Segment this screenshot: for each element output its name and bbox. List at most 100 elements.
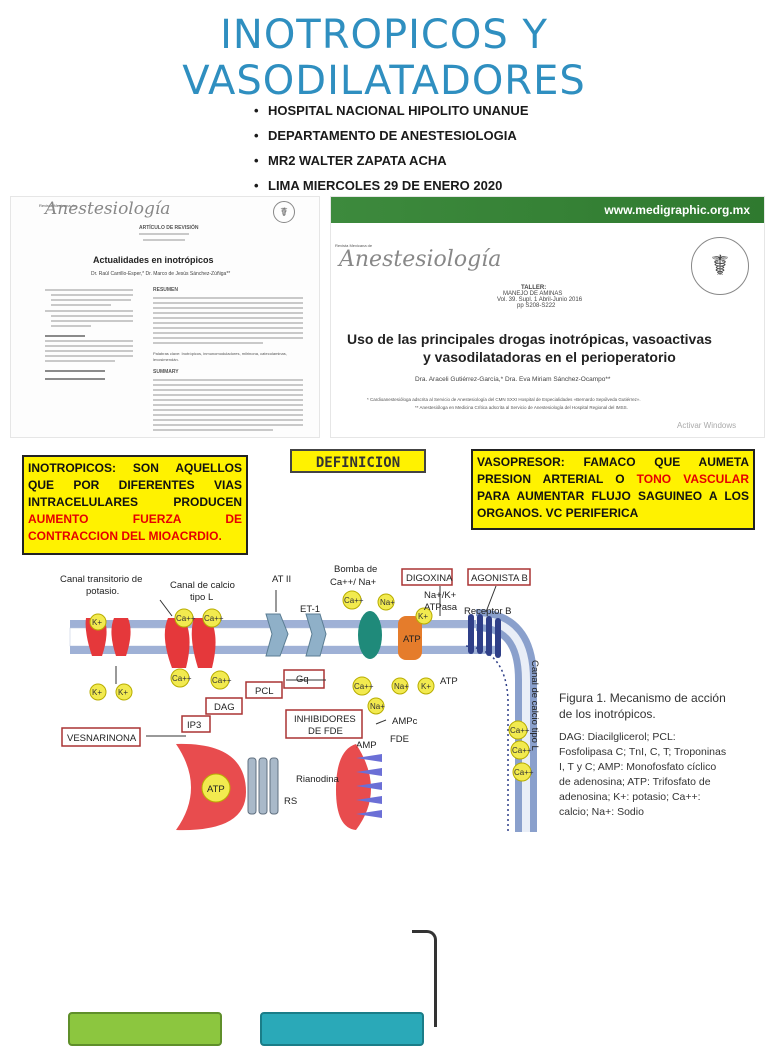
ion-markers: K+ K+ K+ Ca++ Ca++ Ca++ Ca++ Ca++ Na+ Ca… <box>89 590 534 782</box>
figure-caption-body: DAG: Diacilglicerol; PCL: Fosfolipasa C;… <box>559 731 727 818</box>
journal-logo: Anestesiología <box>45 199 171 219</box>
slide-title-line1: INOTROPICOS Y <box>220 12 548 58</box>
svg-text:Ca++/ Na+: Ca++/ Na+ <box>330 577 377 588</box>
label-at2: AT II <box>272 574 291 585</box>
bracket-shape <box>412 930 437 1027</box>
volume-label: Vol. 39. Supl. 1 Abril-Junio 2016 <box>497 297 583 303</box>
et1-receptor <box>305 613 327 657</box>
troponin-arrows <box>356 754 382 818</box>
article-type: ARTÍCULO DE REVISIÓN <box>139 225 199 231</box>
svg-text:Ca++: Ca++ <box>176 614 196 623</box>
teal-box <box>260 1012 424 1046</box>
resumen-heading: RESUMEN <box>153 287 179 293</box>
article-authors: Dra. Araceli Gutiérrez-García,* Dra. Eva… <box>415 376 611 383</box>
slide-title-line2: VASODILATADORES <box>182 58 586 104</box>
svg-text:Ca++: Ca++ <box>172 674 192 683</box>
inotropic-mechanism-diagram: K+ K+ K+ Ca++ Ca++ Ca++ Ca++ Ca++ Na+ Ca… <box>60 564 540 832</box>
beta-receptor <box>468 614 501 658</box>
label-bomba: Bomba de <box>334 564 377 575</box>
svg-text:IP3: IP3 <box>187 720 201 731</box>
svg-text:Ca++: Ca++ <box>344 596 364 605</box>
svg-text:Ca++: Ca++ <box>510 726 530 735</box>
manejo-label: MANEJO DE AMINAS <box>503 291 563 297</box>
info-bullet-list: •HOSPITAL NACIONAL HIPOLITO UNANUE •DEPA… <box>254 100 529 200</box>
svg-text:Na+: Na+ <box>380 598 395 607</box>
label-rianodina: Rianodina <box>296 774 339 785</box>
article-thumbnail-1: Revista Mexicana de Anestesiología ☤ ART… <box>10 196 320 438</box>
bullet-item: •MR2 WALTER ZAPATA ACHA <box>254 153 447 168</box>
pathway-arrows <box>115 585 497 737</box>
label-ampc: AMPc <box>392 716 418 727</box>
svg-text:K+: K+ <box>418 612 428 621</box>
label-fde: FDE <box>390 734 409 745</box>
summary-heading: SUMMARY <box>153 369 179 375</box>
svg-text:PCL: PCL <box>255 686 273 697</box>
label-atp-2: ATP <box>440 676 458 687</box>
label-digoxina: DIGOXINA <box>406 573 453 584</box>
bullet-item: •HOSPITAL NACIONAL HIPOLITO UNANUE <box>254 103 529 118</box>
label-canal-calcio-l: Canal de calcio tipo L <box>529 660 540 751</box>
label-receptor-b: Receptor B <box>464 606 512 617</box>
svg-text:K+: K+ <box>421 682 431 691</box>
membrane-top <box>70 620 500 628</box>
inhibidores-fde-box <box>285 709 363 739</box>
at2-receptor <box>265 613 289 657</box>
svg-text:Ca++: Ca++ <box>212 676 232 685</box>
label-rs: RS <box>284 796 297 807</box>
gq-box <box>283 669 325 689</box>
ip3-box <box>181 715 211 733</box>
green-box <box>68 1012 222 1046</box>
windows-watermark: Activar Windows <box>677 421 737 430</box>
article-title: Actualidades en inotrópicos <box>93 255 214 265</box>
svg-text:DE FDE: DE FDE <box>308 726 343 737</box>
svg-text:Ca++: Ca++ <box>512 746 532 755</box>
svg-text:potasio.: potasio. <box>86 586 119 597</box>
digoxina-box <box>401 568 453 586</box>
dag-box <box>205 697 243 715</box>
figure-caption: Figura 1. Mecanismo de acción de los ino… <box>559 690 729 820</box>
label-agonista: AGONISTA B <box>471 573 528 584</box>
label-amp: AMP <box>356 740 377 751</box>
article-thumbnail-2: www.medigraphic.org.mx Revista Mexicana … <box>330 196 765 438</box>
affiliation-1: * Cardioanestesióloga adscrita al Servic… <box>367 397 641 402</box>
membrane-bottom <box>70 646 500 654</box>
agonista-box <box>467 568 531 586</box>
vasopresor-definition-box: VASOPRESOR: FAMACO QUE AUMETA PRESION AR… <box>471 449 755 530</box>
label-canal-potasio: Canal transitorio de <box>60 574 142 585</box>
label-et1: ET-1 <box>300 604 320 615</box>
svg-text:K+: K+ <box>92 688 102 697</box>
svg-text:ATP: ATP <box>207 784 225 795</box>
svg-text:DAG: DAG <box>214 702 235 713</box>
svg-text:K+: K+ <box>118 688 128 697</box>
svg-text:Ca++: Ca++ <box>204 614 224 623</box>
vasopresor-text-2: PARA AUMENTAR FLUJO SAGUINEO A LOS ORGAN… <box>477 489 749 520</box>
ca-na-exchanger <box>358 611 382 659</box>
article-authors: Dr. Raúl Carrillo-Esper,* Dr. Marco de J… <box>91 271 231 277</box>
figure-caption-title: Figura 1. Mecanismo de acción de los ino… <box>559 691 726 721</box>
journal-emblem-icon: ☤ <box>273 201 295 223</box>
ryanodine-receptor <box>247 757 279 815</box>
keywords-text: Palabras clave: Inotrópicos, inmunomodul… <box>153 351 287 362</box>
journal-small-label: Revista Mexicana de <box>39 203 77 208</box>
atp-circle <box>201 773 231 803</box>
vesnarinona-box <box>61 727 141 747</box>
bullet-item: •LIMA MIERCOLES 29 DE ENERO 2020 <box>254 178 503 193</box>
taller-label: TALLER: <box>521 285 547 291</box>
site-url: www.medigraphic.org.mx <box>604 203 750 217</box>
affiliation-2: ** Anestesióloga en Medicina Crítica ads… <box>415 405 628 410</box>
svg-text:INHIBIDORES: INHIBIDORES <box>294 714 356 725</box>
inotropicos-definition-box: INOTROPICOS: SON AQUELLOS QUE POR DIFERE… <box>22 455 248 555</box>
svg-text:ATPasa: ATPasa <box>424 602 458 613</box>
ion-k: K+ <box>92 618 102 627</box>
svg-text:Ca++: Ca++ <box>514 768 534 777</box>
svg-text:Na+: Na+ <box>370 702 385 711</box>
inotropicos-highlight: AUMENTO FUERZA DE CONTRACCION DEL MIOACR… <box>28 512 242 543</box>
svg-text:tipo L: tipo L <box>190 592 213 603</box>
na-k-atpase <box>398 616 422 660</box>
vasopresor-text-1: VASOPRESOR: FAMACO QUE AUMETA PRESION AR… <box>477 455 749 486</box>
article-title-line1: Uso de las principales drogas inotrópica… <box>347 331 712 347</box>
label-canal-calcio: Canal de calcio <box>170 580 235 591</box>
journal-emblem-icon: ☤ <box>691 237 749 295</box>
pcl-box <box>245 681 283 699</box>
article-title-line2: y vasodilatadoras en el perioperatorio <box>423 349 676 365</box>
